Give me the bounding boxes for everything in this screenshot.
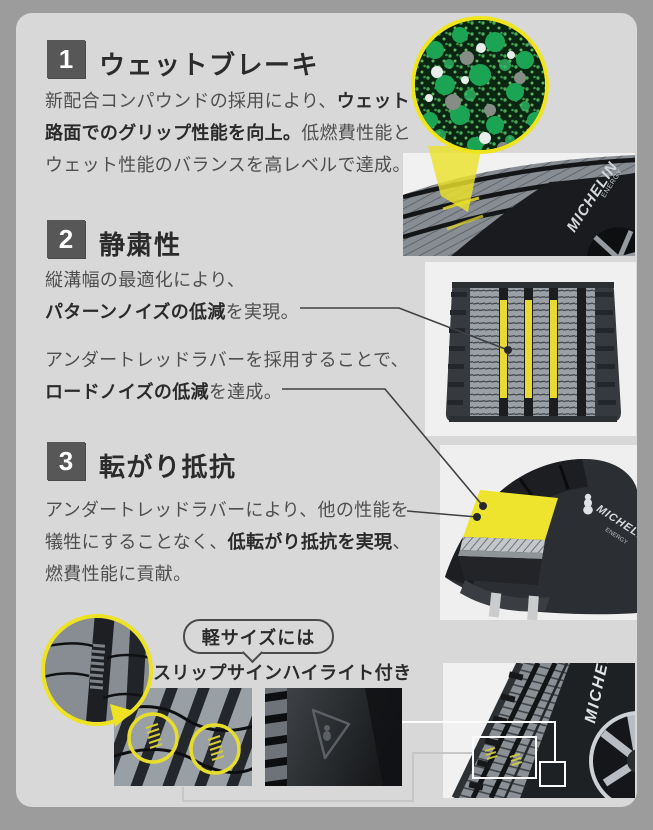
- sidewall-mark-photo: [265, 688, 402, 786]
- text-line: 路面でのグリップ性能を向上。低燃費性能と: [45, 117, 411, 149]
- text-line: アンダートレッドラバーにより、他の性能を: [45, 494, 411, 526]
- text-segment: 犠牲にすることなく、: [45, 532, 228, 552]
- tire-photo-tread-front: [425, 262, 636, 436]
- text-line: ロードノイズの低減を達成。: [45, 376, 409, 408]
- tire-kei-illustration: MICHELIN: [451, 663, 635, 798]
- text-segment: 低燃費性能と: [301, 123, 412, 143]
- tire-photo-cutaway: MICHELIN ENERGY: [440, 445, 637, 620]
- text-line: パターンノイズの低減を実現。: [45, 296, 299, 328]
- section3-number-badge: 3: [47, 442, 85, 480]
- tire-angled-illustration: MICHELIN ENERGY: [403, 155, 635, 256]
- slip-sign-closeup: [45, 618, 149, 722]
- text-segment-bold: 低転がり抵抗を実現: [227, 532, 393, 552]
- text-segment: ウェット性能のバランスを高レベルで達成。: [45, 155, 411, 175]
- slip-sign-magnifier-circle: [41, 614, 153, 726]
- text-line: 縦溝幅の最適化により、: [45, 264, 299, 296]
- text-segment-bold: ウェット: [336, 91, 410, 111]
- section2-title: 静粛性: [99, 230, 182, 260]
- kei-size-bubble-label: 軽サイズには: [201, 627, 316, 648]
- text-line: 犠牲にすることなく、低転がり抵抗を実現、: [45, 526, 411, 558]
- text-segment: を達成。: [208, 382, 283, 402]
- text-line: アンダートレッドラバーを採用することで、: [45, 344, 409, 376]
- photo-sidewall-triangle-mark: [265, 688, 402, 786]
- section2-number: 2: [58, 223, 74, 254]
- tire-cutaway-illustration: MICHELIN ENERGY: [445, 458, 637, 620]
- kei-size-bubble: 軽サイズには: [183, 619, 334, 664]
- section3-number: 3: [58, 445, 74, 476]
- text-line: 新配合コンパウンドの採用により、ウェット: [45, 85, 411, 117]
- text-line: ウェット性能のバランスを高レベルで達成。: [45, 149, 411, 181]
- tire-front-illustration: [445, 282, 621, 422]
- text-segment: を実現。: [225, 302, 299, 322]
- text-segment: アンダートレッドラバーにより、他の性能を: [45, 500, 410, 520]
- section3-paragraph: アンダートレッドラバーにより、他の性能を 犠牲にすることなく、低転がり抵抗を実現…: [45, 494, 411, 590]
- tire-photo-kei-size: MICHELIN: [443, 663, 635, 798]
- text-segment: 新配合コンパウンドの採用により、: [45, 91, 337, 111]
- compound-texture: [415, 20, 545, 150]
- text-segment: 縦溝幅の最適化により、: [45, 270, 246, 290]
- section1-number: 1: [58, 43, 74, 74]
- text-segment-bold: 路面でのグリップ性能を向上。: [45, 123, 302, 143]
- section2-paragraph-2: アンダートレッドラバーを採用することで、 ロードノイズの低減を達成。: [45, 344, 409, 408]
- section1-number-badge: 1: [47, 40, 85, 78]
- text-segment: アンダートレッドラバーを採用することで、: [45, 350, 409, 370]
- section1-paragraph: 新配合コンパウンドの採用により、ウェット 路面でのグリップ性能を向上。低燃費性能…: [45, 85, 411, 181]
- text-segment: 燃費性能に貢献。: [45, 564, 192, 584]
- section2-paragraph-1: 縦溝幅の最適化により、 パターンノイズの低減を実現。: [45, 264, 299, 328]
- magnifier-beam: [428, 146, 482, 212]
- text-segment-bold: ロードノイズの低減: [45, 382, 209, 402]
- section3-title: 転がり抵抗: [99, 452, 237, 482]
- section2-number-badge: 2: [47, 220, 85, 258]
- tire-photo-wet-braking: MICHELIN ENERGY: [403, 153, 635, 256]
- compound-magnified-circle: [411, 16, 549, 154]
- text-segment-bold: パターンノイズの低減: [45, 302, 226, 322]
- text-line: 燃費性能に貢献。: [45, 558, 411, 590]
- section1-title: ウェットブレーキ: [99, 50, 320, 80]
- slip-sign-caption: スリップサインハイライト付き: [153, 663, 412, 683]
- text-segment: 、: [392, 532, 411, 552]
